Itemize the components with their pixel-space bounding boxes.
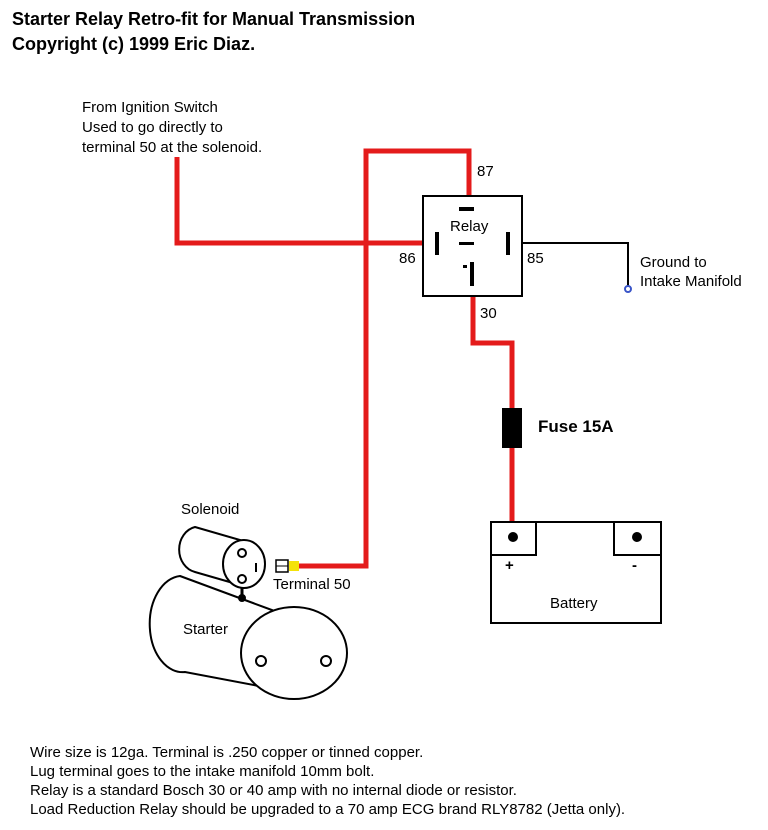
terminal-50-connector <box>275 559 299 573</box>
relay: Relay <box>422 195 523 297</box>
relay-pin-30 <box>470 262 474 286</box>
note-lug-terminal: Lug terminal goes to the intake manifold… <box>30 763 375 780</box>
positive-terminal <box>508 532 518 542</box>
battery: + - Battery <box>490 521 662 624</box>
ignition-label-2: Used to go directly to <box>82 119 223 136</box>
fuse-label: Fuse 15A <box>538 417 614 436</box>
page-title: Starter Relay Retro-fit for Manual Trans… <box>12 9 416 29</box>
battery-plus-sign: + <box>505 557 514 574</box>
starter-label: Starter <box>183 621 228 638</box>
ignition-label-3: terminal 50 at the solenoid. <box>82 139 262 156</box>
starter-post <box>238 594 246 602</box>
ignition-wire <box>174 157 423 246</box>
note-load-reduction: Load Reduction Relay should be upgraded … <box>30 801 626 818</box>
solenoid-terminal-top <box>237 548 247 558</box>
terminal-50-label: Terminal 50 <box>273 576 351 593</box>
pin-85-label: 85 <box>527 250 544 267</box>
ignition-label-1: From Ignition Switch <box>82 99 218 116</box>
relay-pin-87a <box>459 242 474 245</box>
ground-terminal <box>624 285 632 293</box>
battery-minus-sign: - <box>632 557 637 574</box>
relay-pin-85 <box>506 232 510 255</box>
relay-pin-86 <box>435 232 439 255</box>
battery-label: Battery <box>550 595 598 612</box>
relay-pin-87 <box>459 207 474 211</box>
battery-negative-post <box>613 522 661 556</box>
ground-label-2: Intake Manifold <box>640 273 742 290</box>
battery-positive-post <box>491 522 537 556</box>
pin-30-label: 30 <box>480 305 497 322</box>
notes: Wire size is 12ga. Terminal is .250 copp… <box>30 743 625 819</box>
relay-marker <box>463 265 467 268</box>
starter-end-cap <box>240 606 348 700</box>
starter-motor <box>148 525 348 700</box>
pin-86-label: 86 <box>399 250 416 267</box>
relay-label: Relay <box>450 218 489 235</box>
starter-bolt-1 <box>255 655 267 667</box>
note-wire-size: Wire size is 12ga. Terminal is .250 copp… <box>30 744 424 761</box>
ground-wire <box>522 242 629 287</box>
terminal-50-crimp <box>289 561 299 571</box>
fuse <box>502 408 522 448</box>
solenoid-label: Solenoid <box>181 501 239 518</box>
wires <box>174 148 515 569</box>
solenoid-terminal-bottom <box>237 574 247 584</box>
starter-bolt-2 <box>320 655 332 667</box>
copyright-text: Copyright (c) 1999 Eric Diaz. <box>12 34 256 54</box>
ground-label-1: Ground to <box>640 254 707 271</box>
terminal-50-wire <box>298 148 472 569</box>
battery-wire <box>470 296 515 410</box>
negative-terminal <box>632 532 642 542</box>
solenoid-end-cap <box>222 539 266 589</box>
pin-87-label: 87 <box>477 163 494 180</box>
note-relay-type: Relay is a standard Bosch 30 or 40 amp w… <box>30 782 517 799</box>
